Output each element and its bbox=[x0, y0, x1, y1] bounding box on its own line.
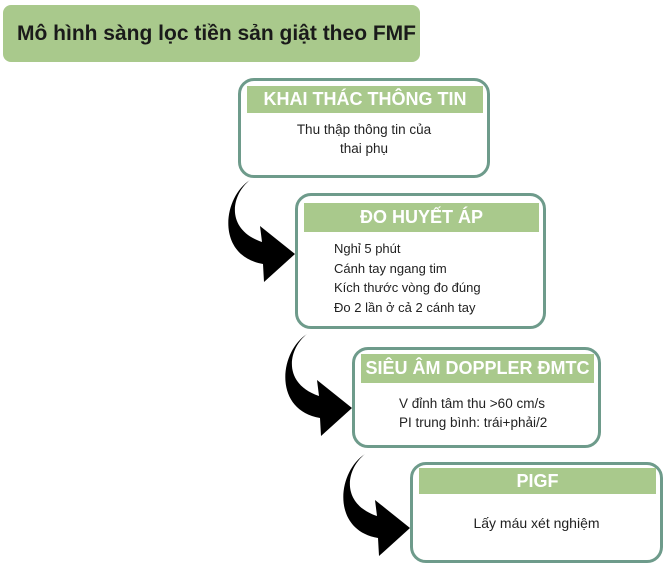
step-line: Nghỉ 5 phút bbox=[334, 241, 401, 256]
step-line: PI trung bình: trái+phải/2 bbox=[399, 415, 548, 430]
step-line: Lấy máu xét nghiệm bbox=[473, 515, 600, 531]
step-khai-thac-thong-tin: KHAI THÁC THÔNG TIN Thu thập thông tin c… bbox=[238, 78, 490, 178]
step-line: Cánh tay ngang tim bbox=[334, 260, 447, 276]
step-header: SIÊU ÂM DOPPLER ĐMTC bbox=[361, 354, 594, 383]
step-do-huyet-ap: ĐO HUYẾT ÁP Nghỉ 5 phút Cánh tay ngang t… bbox=[295, 193, 546, 329]
step-sieu-am-doppler: SIÊU ÂM DOPPLER ĐMTC V đỉnh tâm thu >60 … bbox=[352, 347, 601, 448]
step-line: Đo 2 lần ở cả 2 cánh tay bbox=[334, 299, 476, 315]
step-pigf: PIGF Lấy máu xét nghiệm bbox=[410, 462, 663, 563]
step-line: Thu thập thông tin của bbox=[296, 122, 432, 137]
curved-arrow-icon bbox=[285, 334, 352, 436]
step-line: Kích thước vòng đo đúng bbox=[334, 280, 481, 295]
step-line: thai phụ bbox=[339, 141, 389, 156]
curved-arrow-icon bbox=[228, 180, 295, 282]
step-header: PIGF bbox=[419, 468, 656, 494]
step-header: ĐO HUYẾT ÁP bbox=[304, 203, 539, 232]
curved-arrow-icon bbox=[343, 454, 410, 556]
diagram-title: Mô hình sàng lọc tiền sản giật theo FMF bbox=[3, 5, 420, 62]
step-line: V đỉnh tâm thu >60 cm/s bbox=[399, 396, 545, 411]
step-header: KHAI THÁC THÔNG TIN bbox=[247, 86, 483, 113]
